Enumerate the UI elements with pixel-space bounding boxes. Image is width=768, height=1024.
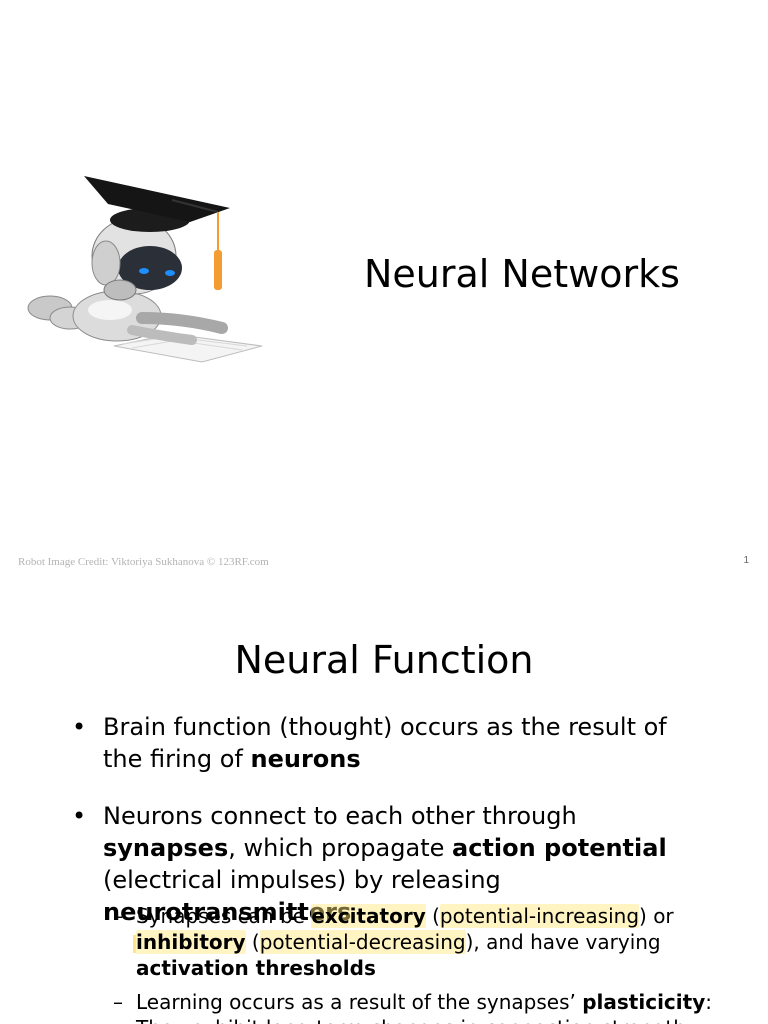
image-credit: Robot Image Credit: Viktoriya Sukhanova … (18, 556, 269, 568)
sub-bullet-text: Synapses can be excitatory (potential-in… (136, 904, 674, 980)
bullet-text: Neurons connect to each other through sy… (103, 802, 667, 926)
slide-1: Neural Networks Robot Image Credit: Vikt… (18, 176, 749, 568)
dash-icon: – (113, 904, 123, 928)
graduate-robot-reading-icon (27, 176, 263, 363)
dash-icon: – (113, 990, 123, 1014)
bullet-dot-icon: • (72, 713, 87, 741)
slide-2: Neural Function • Brain function (though… (0, 576, 768, 1024)
slide-title: Neural Function (234, 638, 534, 682)
bullet-text: Brain function (thought) occurs as the r… (103, 713, 667, 773)
bullet-dot-icon: • (72, 802, 87, 830)
page-number: 1 (743, 555, 749, 566)
sub-bullet-text: Learning occurs as a result of the synap… (136, 990, 712, 1024)
slide-title: Neural Networks (364, 252, 680, 296)
